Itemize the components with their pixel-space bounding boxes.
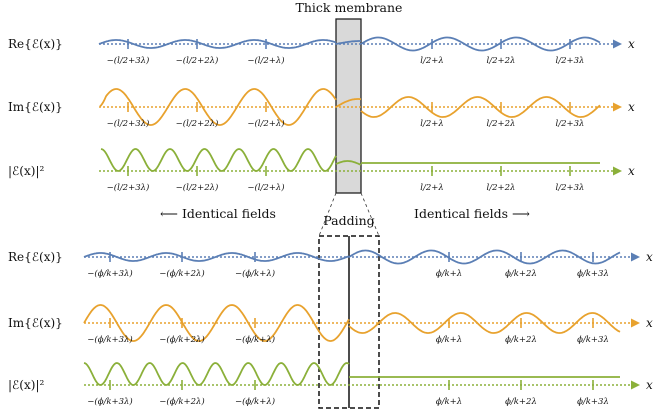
tick-label-top-abs: l/2+λ [420, 183, 444, 193]
left-identical-fields: ⟵ Identical fields [160, 206, 276, 221]
wave-top-re [335, 40, 361, 45]
axis-symbol-bot-re: x [646, 250, 653, 264]
axis-symbol-top-im: x [628, 100, 635, 114]
wave-bot-re [83, 252, 350, 262]
tick-label-top-im: −(l/2+λ) [247, 118, 284, 129]
tick-label-bot-abs: ϕ/k+3λ [577, 397, 609, 407]
zoom-line-left [318, 192, 337, 237]
axis-symbol-bot-abs: x [646, 378, 653, 392]
row-label-top-im: Im{ℰ(x)} [8, 100, 63, 114]
tick-label-bot-im: ϕ/k+λ [436, 335, 462, 345]
tick-label-bot-re: ϕ/k+3λ [577, 269, 609, 279]
wave-top-im [360, 96, 601, 118]
thick-membrane [335, 18, 362, 194]
tick-label-top-abs: l/2+3λ [556, 183, 585, 193]
tick-label-top-re: −(l/2+3λ) [107, 55, 150, 66]
wave-bot-abs [83, 362, 350, 386]
tick-label-bot-im: −(ϕ/k+λ) [235, 334, 275, 345]
tick-label-bot-abs: ϕ/k+λ [436, 397, 462, 407]
wave-top-im [99, 88, 337, 126]
wave-bot-re [348, 249, 621, 265]
row-label-bot-re: Re{ℰ(x)} [8, 250, 63, 264]
tick-label-bot-im: −(ϕ/k+3λ) [87, 334, 132, 345]
row-label-top-re: Re{ℰ(x)} [8, 37, 63, 51]
row-label-bot-abs: |ℰ(x)|² [8, 378, 44, 392]
tick-label-bot-im: ϕ/k+3λ [577, 335, 609, 345]
tick-label-top-re: −(l/2+2λ) [176, 55, 219, 66]
tick-label-bot-re: ϕ/k+λ [436, 269, 462, 279]
tick-label-top-im: l/2+3λ [556, 119, 585, 129]
tick-label-top-abs: −(l/2+3λ) [107, 182, 150, 193]
labels-layer: xRe{ℰ(x)}−(l/2+3λ)−(l/2+2λ)−(l/2+λ)l/2+λ… [8, 37, 653, 407]
tick-label-bot-im: ϕ/k+2λ [505, 335, 537, 345]
tick-label-bot-abs: −(ϕ/k+λ) [235, 396, 275, 407]
tick-label-bot-abs: −(ϕ/k+2λ) [159, 396, 204, 407]
tick-label-bot-im: −(ϕ/k+2λ) [159, 334, 204, 345]
wave-top-abs [100, 148, 337, 172]
right-identical-fields: Identical fields ⟶ [414, 206, 530, 221]
axis-arrow-bot-abs [631, 380, 640, 390]
padding-label: Padding [323, 213, 374, 228]
tick-label-bot-abs: −(ϕ/k+3λ) [87, 396, 132, 407]
tick-label-bot-abs: ϕ/k+2λ [505, 397, 537, 407]
tick-label-bot-re: ϕ/k+2λ [505, 269, 537, 279]
axis-arrow-bot-re [631, 252, 640, 262]
wave-top-im [335, 98, 362, 108]
zoom-line-right [360, 192, 380, 237]
wave-bot-im [83, 304, 350, 342]
tick-label-top-abs: −(l/2+2λ) [176, 182, 219, 193]
tick-label-top-re: −(l/2+λ) [247, 55, 284, 66]
tick-label-top-im: −(l/2+2λ) [176, 118, 219, 129]
tick-label-top-im: l/2+2λ [487, 119, 516, 129]
axis-symbol-top-abs: x [628, 164, 635, 178]
axis-symbol-top-re: x [628, 37, 635, 51]
axis-arrow-top-re [613, 39, 622, 49]
wave-top-re [98, 39, 337, 49]
wave-bot-im [348, 312, 621, 334]
tick-label-bot-re: −(ϕ/k+3λ) [87, 268, 132, 279]
axis-arrow-top-im [613, 102, 622, 112]
wave-top-abs [335, 160, 362, 166]
tick-label-top-abs: l/2+2λ [487, 183, 516, 193]
tick-label-bot-re: −(ϕ/k+λ) [235, 268, 275, 279]
wave-top-re [360, 36, 601, 52]
tick-label-top-re: l/2+λ [420, 56, 444, 66]
row-label-bot-im: Im{ℰ(x)} [8, 316, 63, 330]
diagram-title: Thick membrane [296, 0, 403, 15]
row-label-top-abs: |ℰ(x)|² [8, 164, 44, 178]
tick-label-top-re: l/2+2λ [487, 56, 516, 66]
axis-symbol-bot-im: x [646, 316, 653, 330]
tick-label-bot-re: −(ϕ/k+2λ) [159, 268, 204, 279]
axis-arrow-top-abs [613, 166, 622, 176]
tick-label-top-re: l/2+3λ [556, 56, 585, 66]
waves-layer [83, 36, 621, 386]
axis-arrow-bot-im [631, 318, 640, 328]
tick-label-top-im: −(l/2+3λ) [107, 118, 150, 129]
tick-label-top-im: l/2+λ [420, 119, 444, 129]
tick-label-top-abs: −(l/2+λ) [247, 182, 284, 193]
